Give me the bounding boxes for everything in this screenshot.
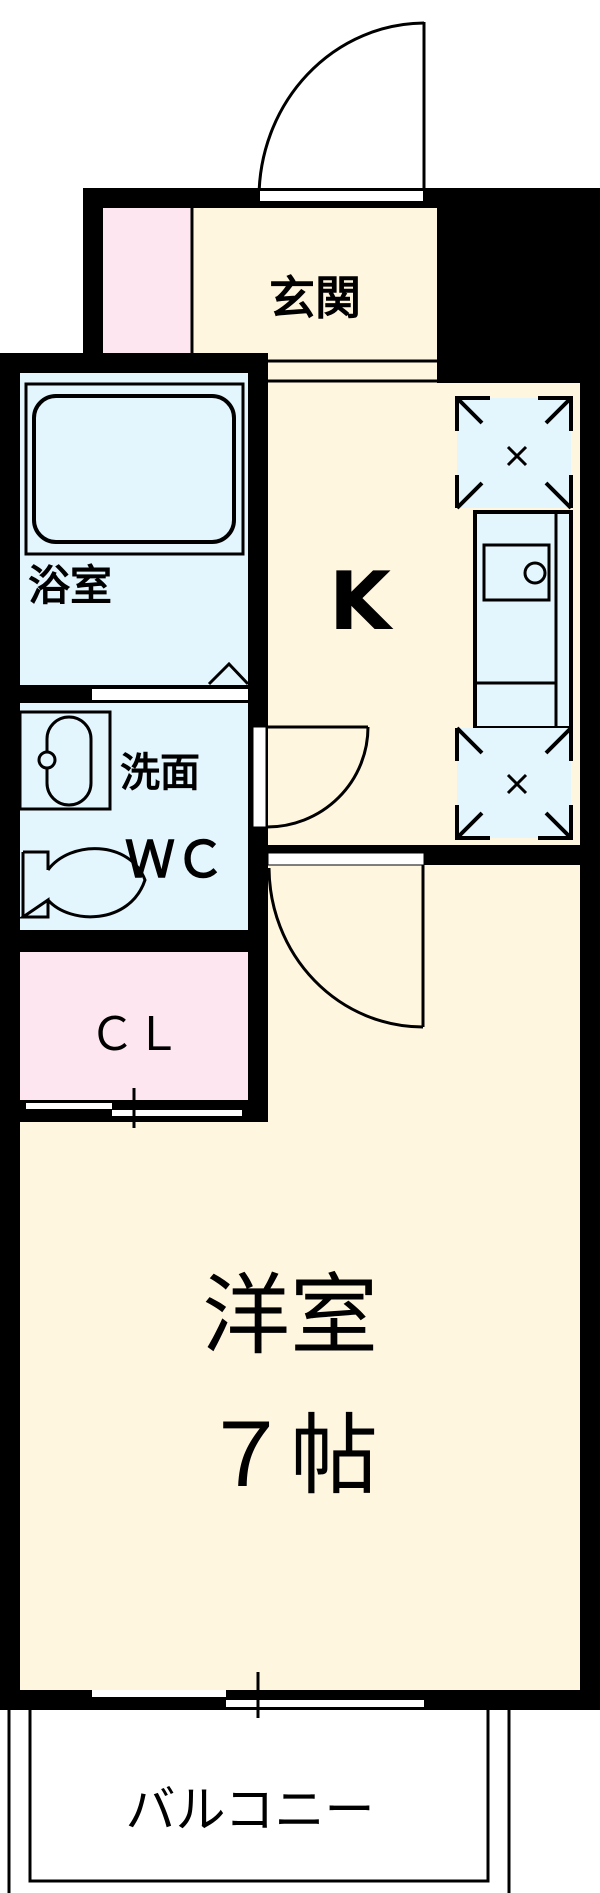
balcony-label: バルコニー bbox=[125, 1781, 375, 1839]
washing-machine-space bbox=[455, 726, 573, 840]
entrance-label: 玄関 bbox=[269, 271, 361, 325]
western-room-floor bbox=[20, 1122, 580, 1690]
toilet-icon bbox=[18, 847, 147, 919]
closet-floor bbox=[20, 952, 248, 1100]
storage-strip bbox=[103, 208, 191, 353]
bathroom-label: 浴室 bbox=[28, 561, 113, 610]
closet-label: ＣＬ bbox=[89, 1007, 181, 1061]
kitchen-sink-counter bbox=[473, 510, 573, 730]
room-door bbox=[267, 852, 425, 1029]
bathtub-icon bbox=[24, 382, 245, 556]
closet-sliding-door bbox=[26, 1088, 242, 1128]
western-room-size: ７帖 bbox=[201, 1404, 378, 1507]
entrance-floor bbox=[194, 208, 437, 353]
kitchen-label: K bbox=[329, 555, 391, 648]
balcony bbox=[7, 1710, 511, 1893]
washroom-door bbox=[252, 725, 370, 829]
washroom-floor bbox=[20, 703, 248, 930]
sink-icon bbox=[482, 543, 551, 602]
basin-icon bbox=[18, 710, 112, 811]
refrigerator-space-top bbox=[455, 396, 573, 510]
entrance-door bbox=[257, 21, 426, 199]
toilet-label: ＷＣ bbox=[125, 831, 225, 889]
bathroom-floor bbox=[20, 373, 248, 685]
balcony-sliding-window bbox=[92, 1672, 424, 1718]
western-room-label: 洋室 bbox=[201, 1264, 378, 1367]
washroom-label: 洗面 bbox=[120, 750, 200, 796]
